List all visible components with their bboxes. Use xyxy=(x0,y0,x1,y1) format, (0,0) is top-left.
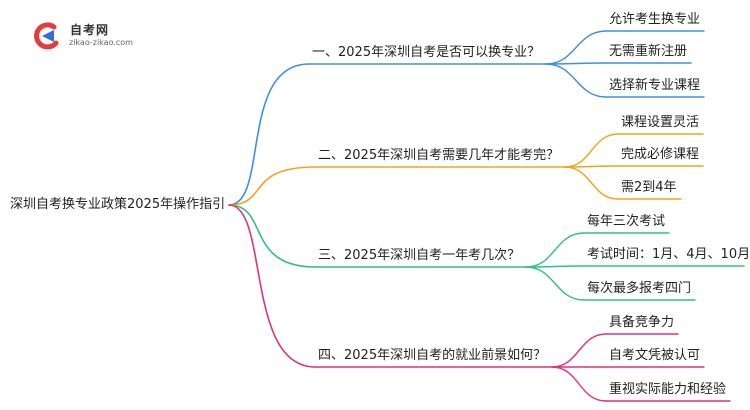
branch-to-leaf-connector xyxy=(545,63,607,98)
logo-title: 自考网 xyxy=(70,23,110,37)
branch-to-leaf-connector xyxy=(525,266,585,301)
leaf-topic: 允许考生换专业 xyxy=(609,12,701,27)
branch-to-leaf-connector xyxy=(525,232,585,268)
leaf-topic: 选择新专业课程 xyxy=(609,78,701,93)
root-to-branch-connector xyxy=(228,63,310,206)
branch-to-leaf-connector xyxy=(551,366,607,402)
branch-topic-4: 四、2025年深圳自考的就业前景如何？ xyxy=(318,348,547,363)
leaf-topic: 每年三次考试 xyxy=(587,214,666,229)
site-logo: 自考网 zikao-zikao.com xyxy=(30,18,140,54)
leaf-topic: 无需重新注册 xyxy=(609,44,688,59)
leaf-topic: 重视实际能力和经验 xyxy=(609,382,727,397)
root-to-branch-connector xyxy=(228,204,316,268)
branch-to-leaf-connector xyxy=(545,30,607,65)
branch-to-leaf-connector xyxy=(551,333,607,368)
leaf-topic: 每次最多报考四门 xyxy=(587,281,692,296)
branch-topic-3: 三、2025年深圳自考一年考几次？ xyxy=(318,248,521,263)
leaf-topic: 考试时间：1月、4月、10月 xyxy=(587,247,750,262)
leaf-topic: 课程设置灵活 xyxy=(621,115,700,130)
leaf-topic: 自考文凭被认可 xyxy=(609,348,701,363)
root-to-branch-connector xyxy=(228,204,316,368)
logo-url: zikao-zikao.com xyxy=(69,38,133,47)
logo-icon xyxy=(34,22,59,50)
root-topic: 深圳自考换专业政策2025年操作指引 xyxy=(10,197,226,212)
branch-to-leaf-connector xyxy=(564,166,619,200)
branch-topic-2: 二、2025年深圳自考需要几年才能考完？ xyxy=(318,148,560,163)
branch-to-leaf-connector xyxy=(564,133,619,168)
root-to-branch-connector xyxy=(228,166,316,206)
leaf-topic: 需2到4年 xyxy=(621,180,677,195)
leaf-topic: 具备竞争力 xyxy=(609,315,675,330)
leaf-topic: 完成必修课程 xyxy=(621,147,700,162)
branch-topic-1: 一、2025年深圳自考是否可以换专业？ xyxy=(312,45,541,60)
